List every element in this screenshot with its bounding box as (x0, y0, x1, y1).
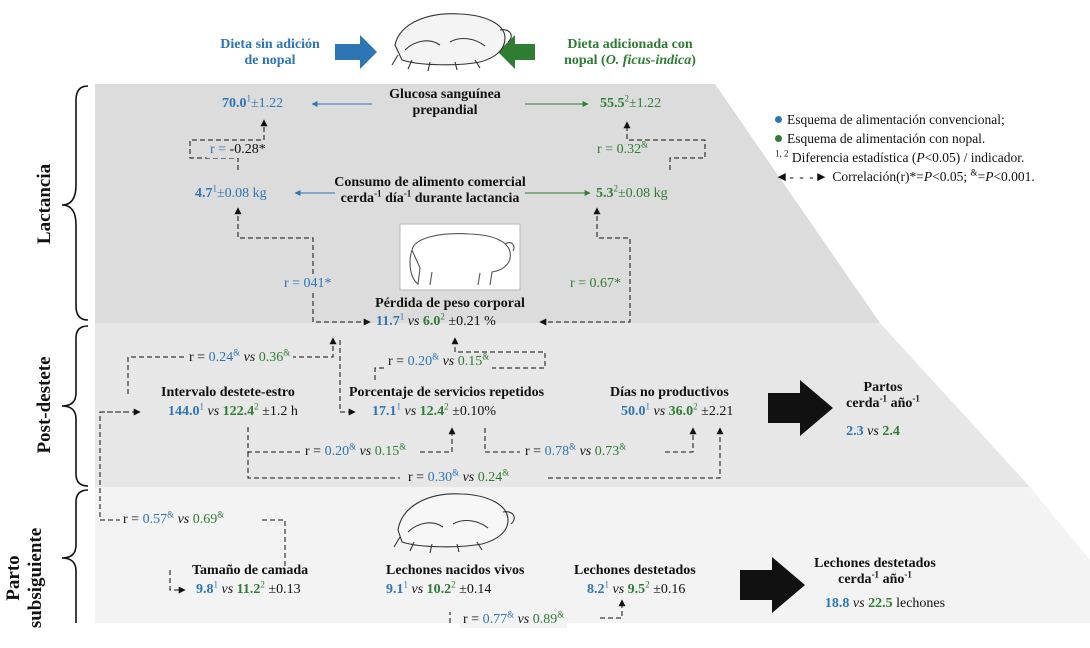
r-intervalo-tamano: r = 0.57& vs 0.69& (120, 510, 228, 528)
perdida-title: Pérdida de peso corporal (375, 296, 525, 311)
r-glucosa-consumo-blue: r = -0.28* (207, 142, 269, 158)
consumo-title: Consumo de alimento comercial cerda-1 dí… (334, 175, 526, 206)
diagram: Dieta sin adición de nopal Dieta adicion… (3, 13, 1090, 628)
header-right-line2: nopal (O. ficus-indica) (564, 53, 696, 68)
legend-green-dot (775, 135, 782, 142)
r-intervalo-servicios: r = 0.20& vs 0.15& (302, 442, 410, 460)
consumo-green-value: 5.32±0.08 kg (596, 183, 668, 201)
legend-blue-dot (775, 116, 782, 123)
consumo-blue-value: 4.71±0.08 kg (195, 183, 267, 201)
destetados-values: 8.21 vs 9.52 ±0.16 (587, 579, 686, 597)
header-right-line1: Dieta adicionada con (567, 37, 693, 52)
glucosa-green-value: 55.52±1.22 (600, 93, 662, 111)
intervalo-values: 144.01 vs 122.42 ±1.2 h (168, 401, 298, 419)
r-consumo-perdida-blue: r = 041* (282, 276, 334, 292)
servicios-title: Porcentaje de servicios repetidos (349, 385, 545, 400)
legend-conventional: Esquema de alimentación convencional; (775, 112, 1005, 128)
legend-nopal: Esquema de alimentación con nopal. (775, 131, 985, 147)
tamano-values: 9.81 vs 11.22 ±0.13 (196, 579, 301, 597)
nacidos-values: 9.11 vs 10.22 ±0.14 (386, 579, 492, 597)
destetados-title: Lechones destetados (574, 563, 696, 578)
brace-parto (61, 489, 89, 623)
partos-values: 2.3 vs 2.4 (846, 424, 900, 439)
r-glucosa-consumo-green: r = 0.32& (594, 140, 652, 158)
header-arrow-green (498, 35, 535, 69)
brace-lactancia (61, 85, 89, 321)
r-consumo-perdida-green: r = 0.67* (568, 276, 624, 292)
dias-values: 50.01 vs 36.02 ±2.21 (621, 401, 734, 419)
header-left-label: Dieta sin adición de nopal (205, 37, 335, 69)
r-perdida-intervalo: r = 0.24& vs 0.36& (186, 348, 294, 366)
header-arrow-blue (335, 35, 377, 69)
nacidos-title: Lechones nacidos vivos (386, 563, 525, 578)
dias-title: Días no productivos (610, 385, 729, 400)
r-intervalo-dias: r = 0.30& vs 0.24& (405, 468, 513, 486)
legend-difference: 1, 2 Diferencia estadística (P<0.05) / i… (775, 148, 1025, 165)
section-label-lactancia: Lactancia (34, 163, 55, 245)
servicios-values: 17.11 vs 12.42 ±0.10% (372, 401, 497, 419)
r-nacidos-destetados: r = 0.77& vs 0.89& (460, 610, 568, 628)
arrow-partos (768, 380, 833, 436)
pig-icon (399, 223, 521, 291)
intervalo-title: Intervalo destete-estro (161, 385, 295, 400)
lechones-total-title: Lechones destetados cerda-1 año-1 (814, 556, 936, 587)
header-left-line2: de nopal (244, 53, 296, 68)
r-perdida-servicios: r = 0.20& vs 0.15& (385, 352, 493, 370)
tamano-title: Tamaño de camada (192, 563, 309, 578)
header-left-line1: Dieta sin adición (220, 37, 320, 52)
lechones-total-values: 18.8 vs 22.5 lechones (824, 596, 946, 611)
sow-icon-top (391, 13, 512, 72)
parto-band (95, 487, 1090, 623)
sow-icon-bottom (393, 493, 515, 554)
perdida-values: 11.71 vs 6.02 ±0.21 % (376, 311, 496, 329)
header-right-label: Dieta adicionada con nopal (O. ficus-ind… (535, 37, 725, 69)
legend-correlation: ◄- - -► Correlación(r)*=P<0.05; &=P<0.00… (775, 167, 1035, 184)
partos-title: Partos cerda-1 año-1 (846, 380, 920, 411)
brace-post-destete (61, 325, 89, 487)
diagram-graphics (61, 13, 1090, 623)
section-label-post-destete: Post-destete (34, 356, 55, 454)
glucosa-blue-value: 70.01±1.22 (222, 93, 284, 111)
arrow-lechones (740, 557, 805, 613)
r-servicios-dias: r = 0.78& vs 0.73& (522, 442, 630, 460)
